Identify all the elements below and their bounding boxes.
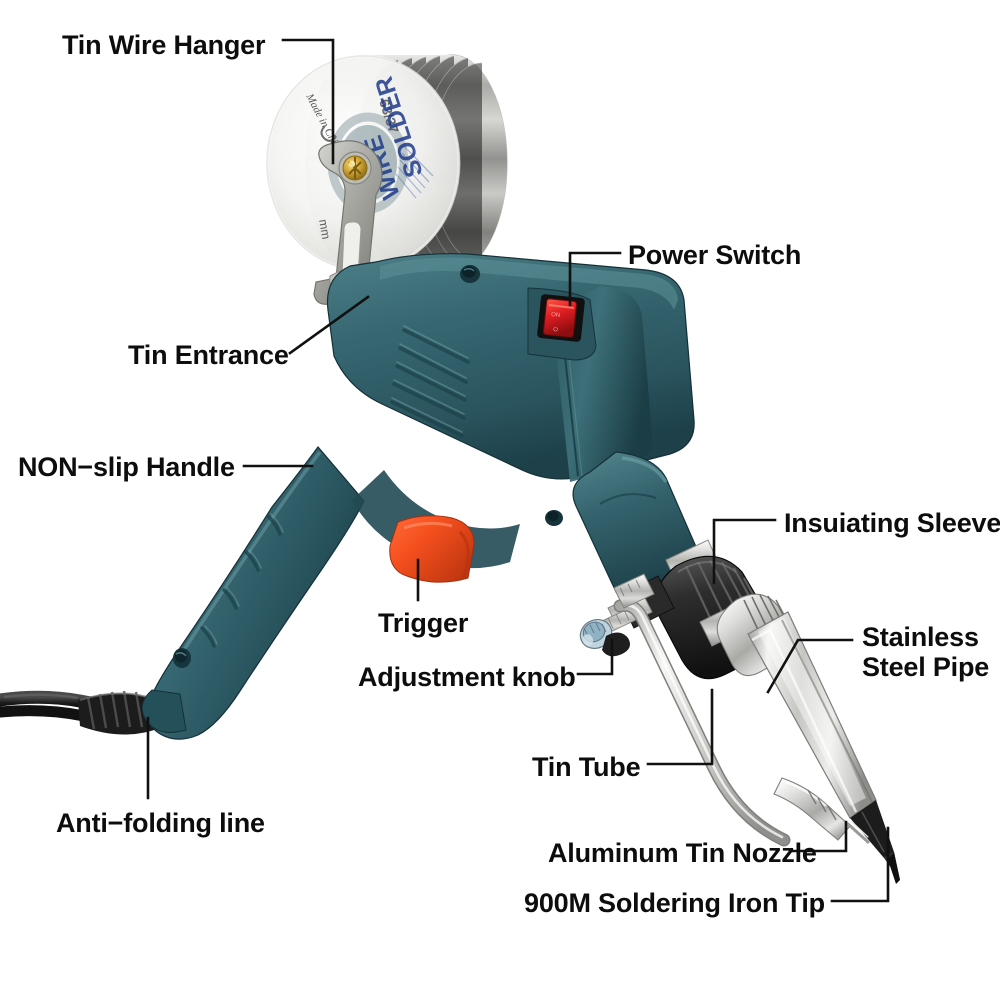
label-tin-tube: Tin Tube [532, 752, 641, 782]
spool-text-mm-1: mm [316, 218, 333, 240]
label-power-switch: Power Switch [628, 240, 802, 270]
label-adjustment-knob: Adjustment knob [358, 662, 576, 692]
label-anti-folding-line: Anti−folding line [56, 808, 265, 838]
label-trigger: Trigger [378, 608, 469, 638]
leader-adjustment-knob [576, 638, 614, 676]
leader-power-switch [568, 251, 622, 307]
aluminum-tin-nozzle [773, 777, 870, 844]
label-soldering-iron-tip: 900M Soldering Iron Tip [524, 888, 825, 918]
leader-tin-wire-hanger [281, 38, 335, 165]
leader-tin-entrance [288, 295, 370, 355]
label-aluminum-tin-nozzle: Aluminum Tin Nozzle [548, 838, 817, 868]
label-tin-entrance: Tin Entrance [128, 340, 289, 370]
solder-wire-spool: Made in China 63/37 SOLDER WIRE mm mm [265, 54, 508, 272]
leader-aluminum-tin-nozzle [788, 820, 848, 853]
power-switch[interactable]: ON O [527, 287, 597, 361]
leader-insulating-sleeve [712, 518, 777, 585]
tin-tube [613, 573, 791, 847]
gun-body: ON O [141, 253, 719, 740]
leader-stainless-steel-pipe [766, 638, 854, 694]
label-insulating-sleeve: Insuiating Sleeve [784, 508, 1000, 538]
leader-soldering-iron-tip [830, 826, 890, 903]
leader-tin-tube [646, 688, 714, 766]
label-tin-wire-hanger: Tin Wire Hanger [62, 30, 266, 60]
trigger[interactable] [389, 515, 475, 583]
svg-text:O: O [553, 327, 559, 333]
svg-text:ON: ON [551, 312, 561, 319]
label-stainless-steel-pipe: Stainless Steel Pipe [862, 622, 990, 683]
label-non-slip-handle: NON−slip Handle [18, 452, 235, 482]
leader-lines [146, 38, 890, 903]
